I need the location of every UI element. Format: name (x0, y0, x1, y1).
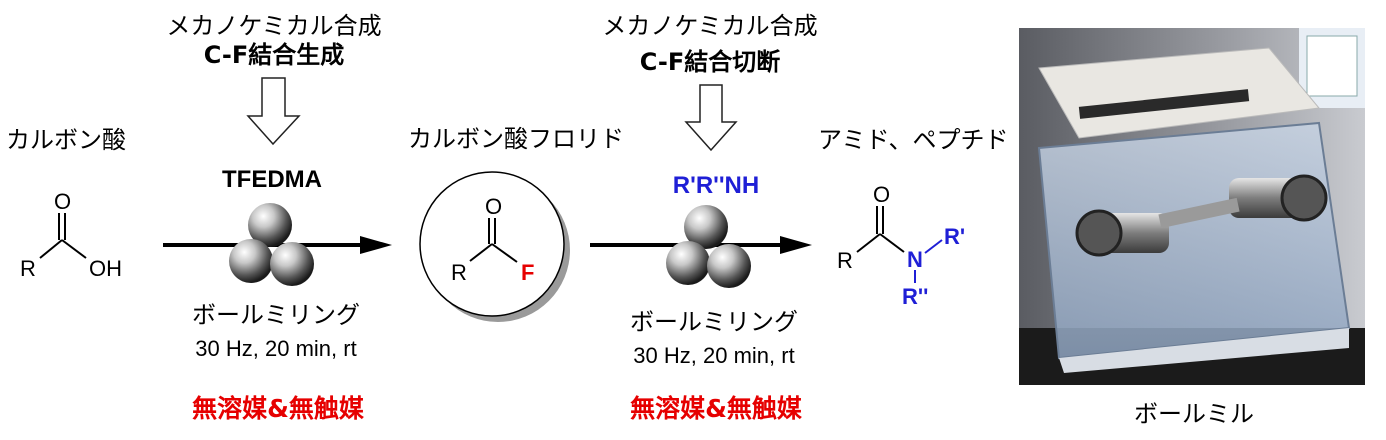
reaction-arrow-2-head (780, 236, 812, 254)
amide-r-group: R (837, 248, 853, 273)
step1-note: 無溶媒&無触媒 (192, 394, 364, 423)
milling-balls-2 (666, 205, 751, 288)
amide-n-bonds (914, 239, 943, 283)
step1-conditions: 30 Hz, 20 min, rt (195, 336, 357, 361)
fluoride-r-group: R (451, 260, 467, 285)
step2-note: 無溶媒&無触媒 (630, 394, 802, 423)
step2-conditions: 30 Hz, 20 min, rt (633, 343, 795, 368)
open-arrow-down-2 (684, 84, 738, 152)
step1-heading-line1: メカノケミカル合成 (166, 12, 382, 40)
fluoride-f-atom: F (521, 260, 535, 285)
step2-reagent: R'R''NH (672, 172, 760, 199)
product-compound-label: アミド、ペプチド (818, 126, 1009, 154)
acid-o-atom: O (54, 189, 72, 214)
intermediate-compound-label: カルボン酸フロリド (408, 125, 624, 153)
step2-heading-line1: メカノケミカル合成 (602, 12, 818, 40)
ball-mill-photo (1019, 28, 1365, 385)
milling-balls-1 (229, 203, 314, 286)
step1-heading-line2: C-F結合生成 (203, 41, 345, 69)
amide-o-atom: O (873, 182, 891, 207)
carboxylic-acid-bonds (39, 213, 87, 259)
step2-method: ボールミリング (630, 308, 798, 336)
reaction-arrow-1-head (360, 236, 392, 254)
ball-mill-caption: ボールミル (1134, 400, 1254, 428)
acid-r-group: R (20, 256, 36, 281)
open-arrow-down-1 (246, 77, 301, 146)
amide-r1-group: R' (944, 224, 966, 249)
step1-reagent: TFEDMA (222, 166, 322, 193)
amide-bonds (856, 206, 905, 253)
start-compound-label: カルボン酸 (6, 126, 126, 154)
step1-method: ボールミリング (192, 301, 360, 329)
acyl-fluoride-bonds (469, 218, 518, 263)
amide-r2-group: R'' (902, 284, 929, 309)
amide-n-atom: N (907, 247, 923, 272)
fluoride-o-atom: O (485, 194, 503, 219)
step2-heading-line2: C-F結合切断 (639, 48, 781, 76)
acid-oh-group: OH (89, 256, 122, 281)
